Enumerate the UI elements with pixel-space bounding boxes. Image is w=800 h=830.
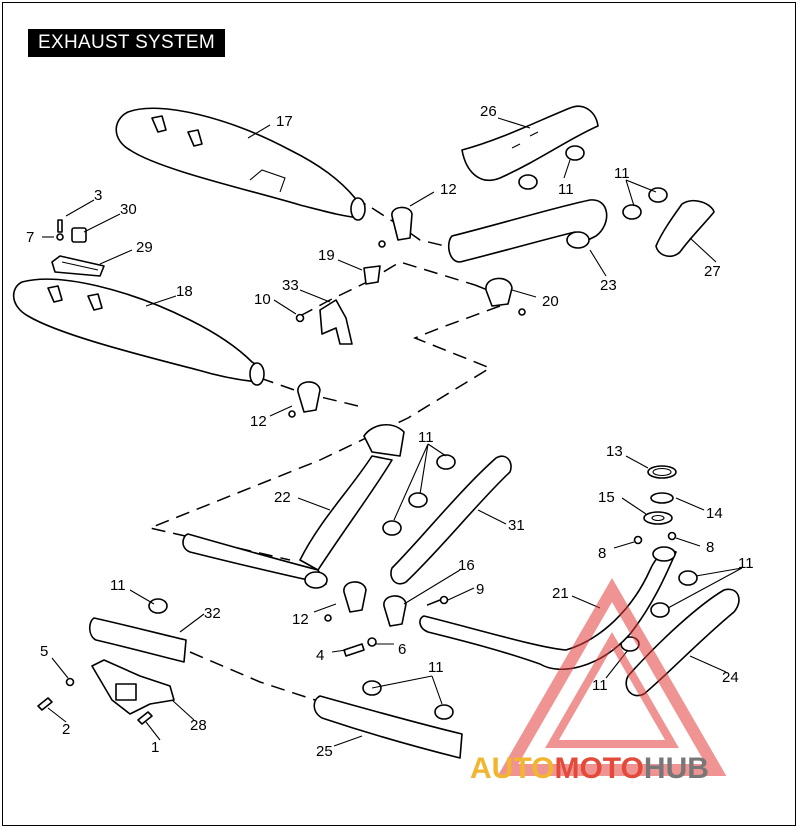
callout-21: 21: [552, 585, 569, 602]
screw-3: [56, 219, 64, 241]
callout-4: 4: [316, 647, 324, 664]
muffler-18: [12, 278, 265, 386]
bracket-33: [295, 299, 353, 345]
callout-2: 2: [62, 721, 70, 738]
callout-11-c: 11: [418, 429, 434, 446]
watermark-hub: HUB: [644, 752, 709, 785]
callout-11-g: 11: [592, 677, 608, 694]
clamp-20: [485, 277, 526, 316]
clamp-12-b: [288, 381, 321, 418]
callout-29: 29: [136, 239, 153, 256]
callout-1: 1: [151, 739, 159, 756]
callout-32: 32: [204, 605, 221, 622]
head-pipe-23: [447, 199, 608, 263]
callout-11-d: 11: [110, 577, 126, 594]
callout-24: 24: [722, 669, 739, 686]
heat-shield-26: [461, 105, 599, 181]
callout-31: 31: [508, 517, 525, 534]
callout-11-a: 11: [558, 181, 574, 198]
muffler-17: [115, 107, 366, 221]
heat-shield-25: [313, 695, 463, 759]
gaskets-13-14-15: [633, 465, 677, 545]
callout-11-e: 11: [738, 555, 754, 572]
callout-30: 30: [120, 201, 137, 218]
callout-9: 9: [476, 581, 484, 598]
callout-16: 16: [458, 557, 475, 574]
callout-15: 15: [598, 489, 615, 506]
callout-27: 27: [704, 263, 721, 280]
callout-13: 13: [606, 443, 623, 460]
callout-8-left: 8: [598, 545, 606, 562]
bumper-30: [71, 227, 87, 243]
callout-11-f: 11: [428, 659, 444, 676]
head-pipe-22: [182, 424, 405, 589]
callout-3: 3: [94, 187, 102, 204]
callout-19: 19: [318, 247, 335, 264]
callout-7: 7: [26, 229, 34, 246]
callout-8-right: 8: [706, 539, 714, 556]
watermark-auto: AUTO: [470, 752, 554, 785]
callout-12-c: 12: [292, 611, 309, 628]
callout-6: 6: [398, 641, 406, 658]
callout-18: 18: [176, 283, 193, 300]
callout-numbers: 1 2 3 4 5 6 7 8 8 9 10 11 11 11 11 11 11…: [26, 103, 754, 760]
callout-20: 20: [542, 293, 559, 310]
clamp-12-c: [324, 581, 367, 622]
callout-25: 25: [316, 743, 333, 760]
callout-26: 26: [480, 103, 497, 120]
callout-11-b: 11: [614, 165, 630, 182]
heat-shield-27: [655, 199, 715, 258]
callout-5: 5: [40, 643, 48, 660]
heat-shield-31: [390, 455, 512, 585]
clamp-16: [383, 595, 407, 627]
watermark-logo: [497, 578, 727, 776]
callout-28: 28: [190, 717, 207, 734]
mount-bracket-28: [37, 659, 175, 725]
callout-33: 33: [282, 277, 299, 294]
hardware-4-6-9: [343, 595, 449, 657]
watermark-text: AUTOMOTOHUB: [470, 752, 709, 785]
bracket-29: [51, 255, 105, 277]
callout-14: 14: [706, 505, 723, 522]
bracket-19: [363, 265, 381, 285]
callout-17: 17: [276, 113, 293, 130]
callout-22: 22: [274, 489, 291, 506]
diagram-title: EXHAUST SYSTEM: [28, 29, 225, 57]
callout-23: 23: [600, 277, 617, 294]
callout-10: 10: [254, 291, 271, 308]
callout-12-b: 12: [250, 413, 267, 430]
heat-shield-32: [88, 617, 187, 663]
callout-12-a: 12: [440, 181, 457, 198]
clamp-12-a: [378, 206, 413, 248]
watermark-moto: MOTO: [554, 752, 643, 785]
